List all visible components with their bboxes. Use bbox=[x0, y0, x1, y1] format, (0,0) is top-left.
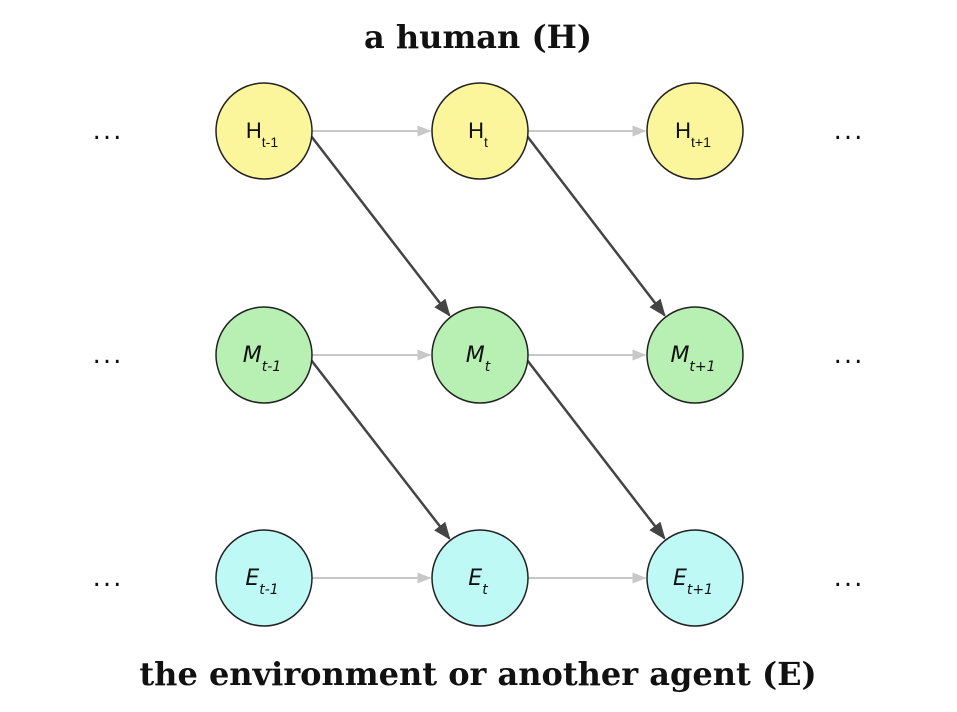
node-label: Ht bbox=[468, 118, 488, 150]
node-H-t-1: Ht-1 bbox=[215, 82, 313, 180]
node-label: Mt bbox=[466, 343, 491, 375]
node-circle bbox=[646, 82, 744, 180]
causal-edge-M0-to-E1 bbox=[306, 354, 451, 540]
node-label-base: E bbox=[245, 566, 259, 591]
causal-edge-H0-to-M1 bbox=[306, 130, 451, 317]
causal-edge-M1-to-E2 bbox=[522, 354, 666, 540]
node-label-base: E bbox=[673, 566, 687, 591]
node-label: Ht-1 bbox=[246, 118, 278, 150]
node-label-base: H bbox=[468, 118, 484, 143]
node-label-subscript: t bbox=[484, 134, 488, 150]
node-label-subscript: t-1 bbox=[259, 582, 278, 598]
node-label-subscript: t+1 bbox=[687, 582, 713, 598]
node-H-t: Ht bbox=[431, 82, 529, 180]
node-circle bbox=[431, 529, 529, 627]
node-circle bbox=[215, 529, 313, 627]
bottom-title: the environment or another agent (E) bbox=[139, 655, 816, 693]
node-label-base: M bbox=[670, 343, 689, 368]
node-circle bbox=[215, 306, 313, 404]
ellipsis-E-right: ... bbox=[834, 563, 865, 593]
node-E-t+1: Et+1 bbox=[646, 529, 744, 627]
node-label-subscript: t bbox=[482, 582, 488, 598]
edges-layer bbox=[306, 125, 666, 584]
node-label-base: E bbox=[468, 566, 482, 591]
node-label: Mt-1 bbox=[243, 343, 281, 375]
node-label: Mt+1 bbox=[670, 343, 715, 375]
node-circle bbox=[646, 306, 744, 404]
ellipsis-layer: .................. bbox=[93, 116, 865, 593]
node-label: Ht+1 bbox=[675, 118, 711, 150]
top-title: a human (H) bbox=[364, 18, 592, 56]
node-H-t+1: Ht+1 bbox=[646, 82, 744, 180]
node-label: Et bbox=[468, 566, 488, 598]
node-label-subscript: t-1 bbox=[262, 134, 279, 150]
node-circle bbox=[431, 82, 529, 180]
node-label-base: H bbox=[675, 118, 691, 143]
node-circle bbox=[431, 306, 529, 404]
ellipsis-H-right: ... bbox=[834, 116, 865, 146]
node-label-base: M bbox=[243, 343, 262, 368]
node-label-base: H bbox=[246, 118, 262, 143]
node-label: Et-1 bbox=[245, 566, 278, 598]
ellipsis-M-right: ... bbox=[834, 340, 865, 370]
node-M-t: Mt bbox=[431, 306, 529, 404]
node-circle bbox=[215, 82, 313, 180]
node-label-subscript: t bbox=[485, 359, 491, 375]
node-label-subscript: t+1 bbox=[691, 134, 711, 150]
ellipsis-M-left: ... bbox=[93, 340, 124, 370]
causal-edge-H1-to-M2 bbox=[522, 130, 666, 317]
node-E-t-1: Et-1 bbox=[215, 529, 313, 627]
ellipsis-E-left: ... bbox=[93, 563, 124, 593]
node-label-base: M bbox=[466, 343, 485, 368]
node-M-t+1: Mt+1 bbox=[646, 306, 744, 404]
node-label: Et+1 bbox=[673, 566, 713, 598]
node-M-t-1: Mt-1 bbox=[215, 306, 313, 404]
node-E-t: Et bbox=[431, 529, 529, 627]
node-label-subscript: t-1 bbox=[262, 359, 281, 375]
ellipsis-H-left: ... bbox=[93, 116, 124, 146]
node-label-subscript: t+1 bbox=[689, 359, 715, 375]
node-circle bbox=[646, 529, 744, 627]
